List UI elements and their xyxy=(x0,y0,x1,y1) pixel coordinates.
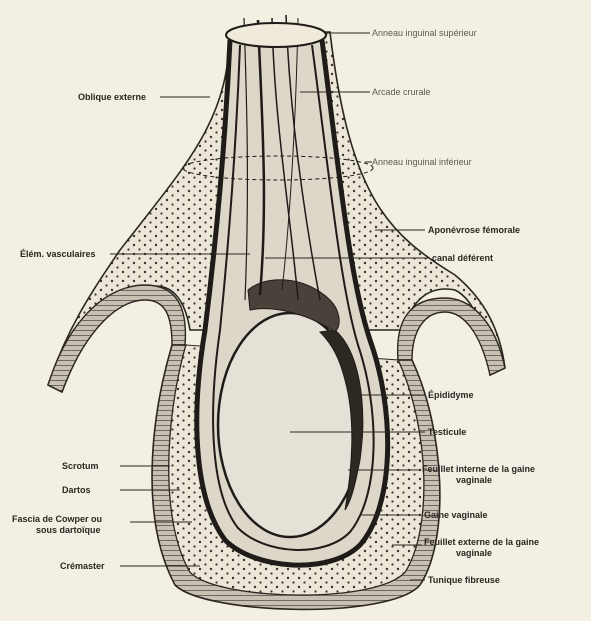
label-feuillet-interne-2: vaginale xyxy=(456,475,492,485)
label-elem-vasculaires: Élém. vasculaires xyxy=(20,249,96,259)
label-scrotum: Scrotum xyxy=(62,461,99,471)
label-gaine-vaginale: Gaine vaginale xyxy=(424,510,488,520)
label-fascia-cowper-2: sous dartoïque xyxy=(36,525,101,535)
label-aponevrose-femorale: Aponévrose fémorale xyxy=(428,225,520,235)
label-oblique-externe: Oblique externe xyxy=(78,92,146,102)
label-fascia-cowper: Fascia de Cowper ou xyxy=(12,514,102,524)
label-dartos: Dartos xyxy=(62,485,91,495)
label-feuillet-externe-2: vaginale xyxy=(456,548,492,558)
label-anneau-inguinal-superieur: Anneau inguinal supérieur xyxy=(372,28,477,38)
label-anneau-inguinal-inferieur: Anneau inguinal inférieur xyxy=(372,157,472,167)
label-testicule: Testicule xyxy=(428,427,466,437)
label-arcade-crurale: Arcade crurale xyxy=(372,87,431,97)
superior-inguinal-ring xyxy=(226,23,326,47)
label-cremaster: Crémaster xyxy=(60,561,105,571)
label-epididyme: Épididyme xyxy=(428,390,474,400)
label-tunique-fibreuse: Tunique fibreuse xyxy=(428,575,500,585)
label-feuillet-externe: Feuillet externe de la gaine xyxy=(424,537,539,547)
label-canal-deferent: canal déférent xyxy=(432,253,493,263)
label-feuillet-interne: Feuillet interne de la gaine xyxy=(422,464,535,474)
